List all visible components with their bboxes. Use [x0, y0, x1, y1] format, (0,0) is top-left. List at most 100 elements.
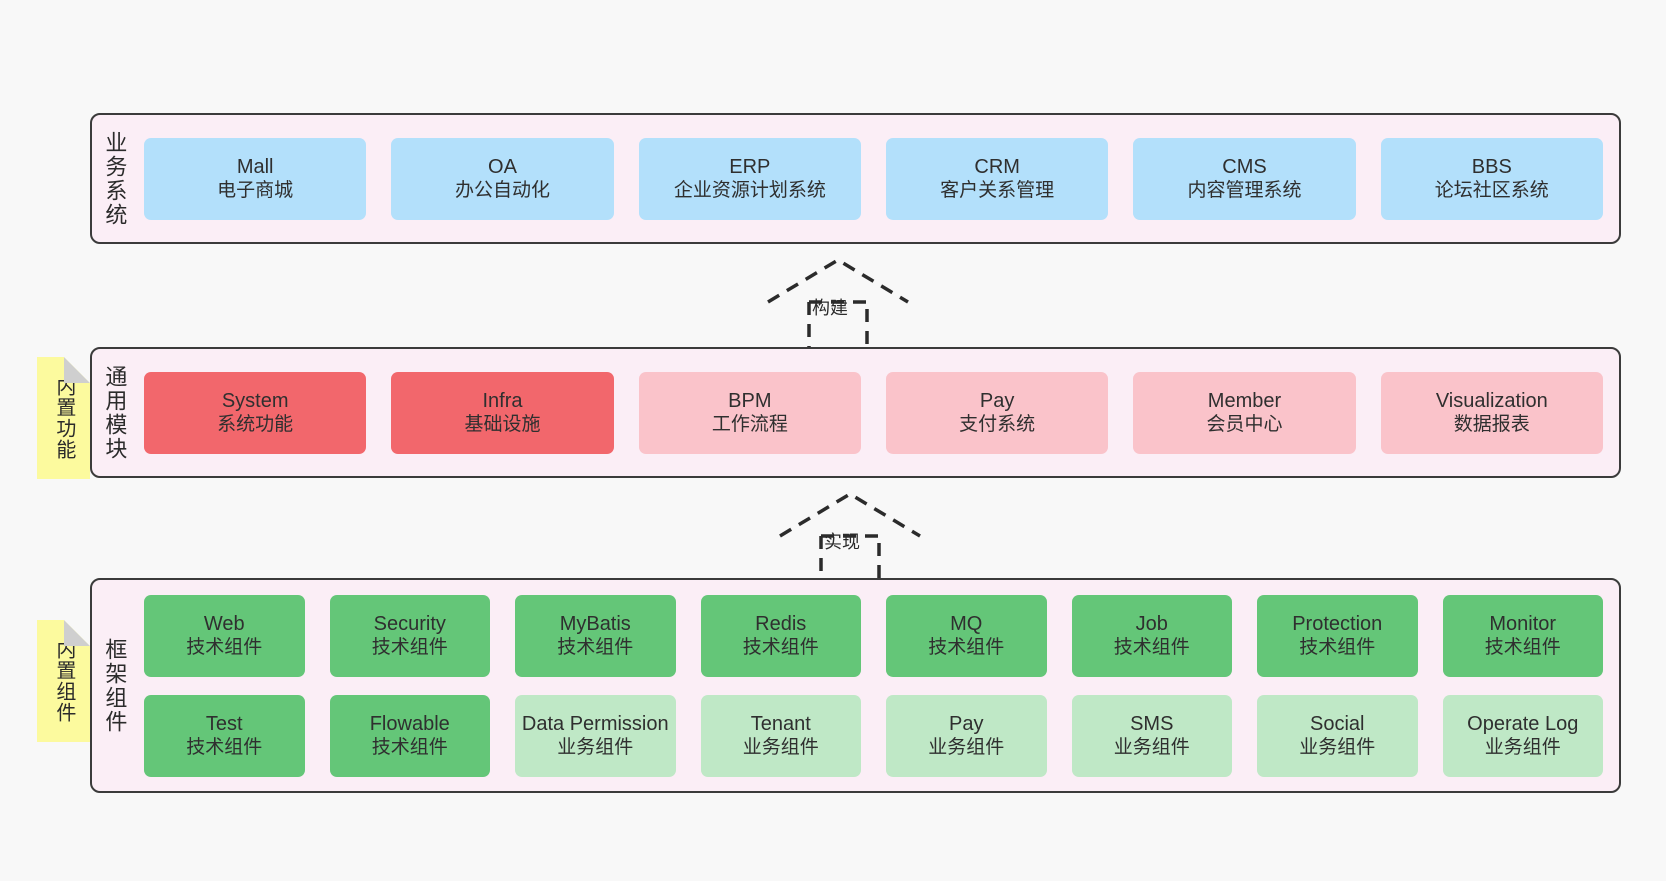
layer-title-business-systems: 业务系统: [102, 130, 128, 227]
node-title-en: Monitor: [1489, 612, 1557, 635]
node-title-cn: 技术组件: [371, 737, 448, 759]
node-title-cn: 办公自动化: [454, 180, 550, 202]
node-title-en: Pay: [949, 712, 984, 735]
node-title-cn: 技术组件: [186, 637, 263, 659]
node-title-cn: 数据报表: [1453, 414, 1530, 436]
node-title-cn: 客户关系管理: [940, 180, 1055, 202]
node-title-en: Pay: [979, 389, 1015, 412]
node-title-cn: 会员中心: [1206, 414, 1283, 436]
node-title-cn: 技术组件: [371, 637, 448, 659]
implement-arrow-head: [779, 491, 921, 538]
node-title-en: Web: [203, 612, 245, 635]
node-title-cn: 业务组件: [557, 737, 634, 759]
node-title-en: BBS: [1471, 155, 1512, 178]
node-title-cn: 技术组件: [742, 637, 819, 659]
node-title-cn: 内容管理系统: [1187, 180, 1302, 202]
connector-build-arrow: 构建: [760, 252, 940, 352]
node-title-cn: 电子商城: [217, 180, 294, 202]
note-builtin-function-label: 内置功能: [52, 376, 75, 460]
node-title-en: CMS: [1222, 155, 1267, 178]
node-title-en: CRM: [974, 155, 1020, 178]
node-title-cn: 系统功能: [217, 414, 294, 436]
node-title-cn: 技术组件: [928, 637, 1005, 659]
node-title-en: Infra: [482, 389, 523, 412]
node-title-en: OA: [488, 155, 517, 178]
node-title-en: Security: [373, 612, 446, 635]
node-title-cn: 技术组件: [186, 737, 263, 759]
node-title-cn: 企业资源计划系统: [673, 180, 826, 202]
node-title-cn: 支付系统: [959, 414, 1036, 436]
note-fold-corner-icon: [64, 357, 90, 383]
node-title-en: Job: [1135, 612, 1168, 635]
build-arrow-head: [767, 257, 909, 304]
node-title-en: Data Permission: [521, 712, 669, 735]
connector-implement-label: 实现: [824, 532, 860, 552]
node-title-en: System: [221, 389, 289, 412]
node-title-en: Social: [1310, 712, 1365, 735]
node-title-en: SMS: [1130, 712, 1174, 735]
node-title-en: Test: [205, 712, 243, 735]
node-title-en: Tenant: [750, 712, 811, 735]
note-builtin-component: 内置组件: [37, 620, 90, 742]
node-title-en: Protection: [1292, 612, 1383, 635]
node-title-en: Operate Log: [1467, 712, 1579, 735]
node-title-en: Flowable: [369, 712, 450, 735]
node-title-cn: 业务组件: [1113, 737, 1190, 759]
node-title-en: ERP: [729, 155, 771, 178]
node-title-en: Visualization: [1435, 389, 1548, 412]
note-builtin-component-label: 内置组件: [52, 639, 75, 723]
node-title-cn: 业务组件: [928, 737, 1005, 759]
node-title-cn: 技术组件: [1484, 637, 1561, 659]
layer-title-framework-components: 框架组件: [102, 637, 128, 734]
node-title-cn: 业务组件: [742, 737, 819, 759]
note-fold-corner-icon: [64, 620, 90, 646]
node-title-en: MQ: [950, 612, 983, 635]
node-title-en: BPM: [728, 389, 772, 412]
node-title-cn: 技术组件: [1113, 637, 1190, 659]
connector-implement-arrow: 实现: [772, 486, 952, 586]
node-title-cn: 业务组件: [1484, 737, 1561, 759]
note-builtin-function: 内置功能: [37, 357, 90, 479]
node-title-en: Redis: [755, 612, 807, 635]
layer-title-common-modules: 通用模块: [102, 364, 128, 461]
node-title-en: Member: [1207, 389, 1282, 412]
